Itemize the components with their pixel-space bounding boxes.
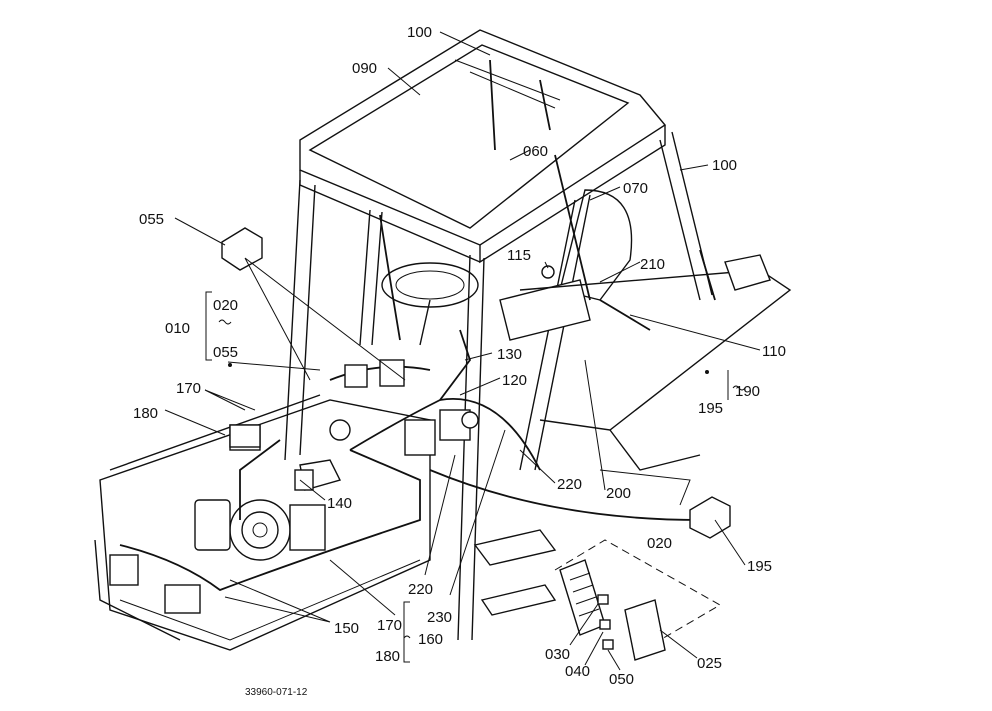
- label-200: 200: [606, 485, 631, 502]
- label-190: 190: [735, 383, 760, 400]
- part-195-relay: [689, 496, 731, 539]
- label-025: 025: [697, 655, 722, 672]
- label-030: 030: [545, 646, 570, 663]
- label-195-group: 195: [698, 400, 723, 417]
- label-180-top: 180: [133, 405, 158, 422]
- label-140: 140: [327, 495, 352, 512]
- part-180-battery: [229, 424, 261, 448]
- label-150: 150: [334, 620, 359, 637]
- drawing-code: 33960-071-12: [245, 687, 308, 698]
- label-060: 060: [523, 143, 548, 160]
- tractor-body: [94, 269, 792, 651]
- label-220-left: 220: [408, 581, 433, 598]
- label-130: 130: [497, 346, 522, 363]
- part-055-relay: [221, 227, 263, 271]
- engine-components: [109, 424, 342, 614]
- label-010: 010: [165, 320, 190, 337]
- label-110: 110: [762, 343, 786, 360]
- label-230: 230: [427, 609, 452, 626]
- label-100-roof: 100: [407, 24, 432, 41]
- label-195-bottom: 195: [747, 558, 772, 575]
- label-220-right: 220: [557, 476, 582, 493]
- operator-area: [381, 189, 633, 346]
- fuse-box-detail: [554, 539, 722, 661]
- label-160: 160: [418, 631, 443, 648]
- range-tildes: [218, 319, 746, 639]
- label-055-top: 055: [139, 211, 164, 228]
- part-210-sensor: [541, 265, 555, 279]
- label-100-side: 100: [712, 157, 737, 174]
- label-120: 120: [502, 372, 527, 389]
- label-050: 050: [609, 671, 634, 688]
- label-180-bottom: 180: [375, 648, 400, 665]
- callout-labels: 100 090 060 100 070 055 115 210 020 010 …: [133, 24, 786, 698]
- label-090: 090: [352, 60, 377, 77]
- label-115: 115: [507, 247, 531, 264]
- label-040: 040: [565, 663, 590, 680]
- part-100-lamp: [724, 254, 771, 291]
- leader-lines: [164, 31, 761, 671]
- group-brackets: [205, 291, 729, 663]
- label-170-top: 170: [176, 380, 201, 397]
- label-055-group: 055: [213, 344, 238, 361]
- label-020-top: 020: [213, 297, 238, 314]
- label-170-bottom: 170: [377, 617, 402, 634]
- label-070: 070: [623, 180, 648, 197]
- step-pedals: [473, 529, 557, 616]
- control-cluster: [294, 359, 479, 491]
- label-210: 210: [640, 256, 665, 273]
- wiring-harness: [119, 59, 716, 592]
- label-020-bottom: 020: [647, 535, 672, 552]
